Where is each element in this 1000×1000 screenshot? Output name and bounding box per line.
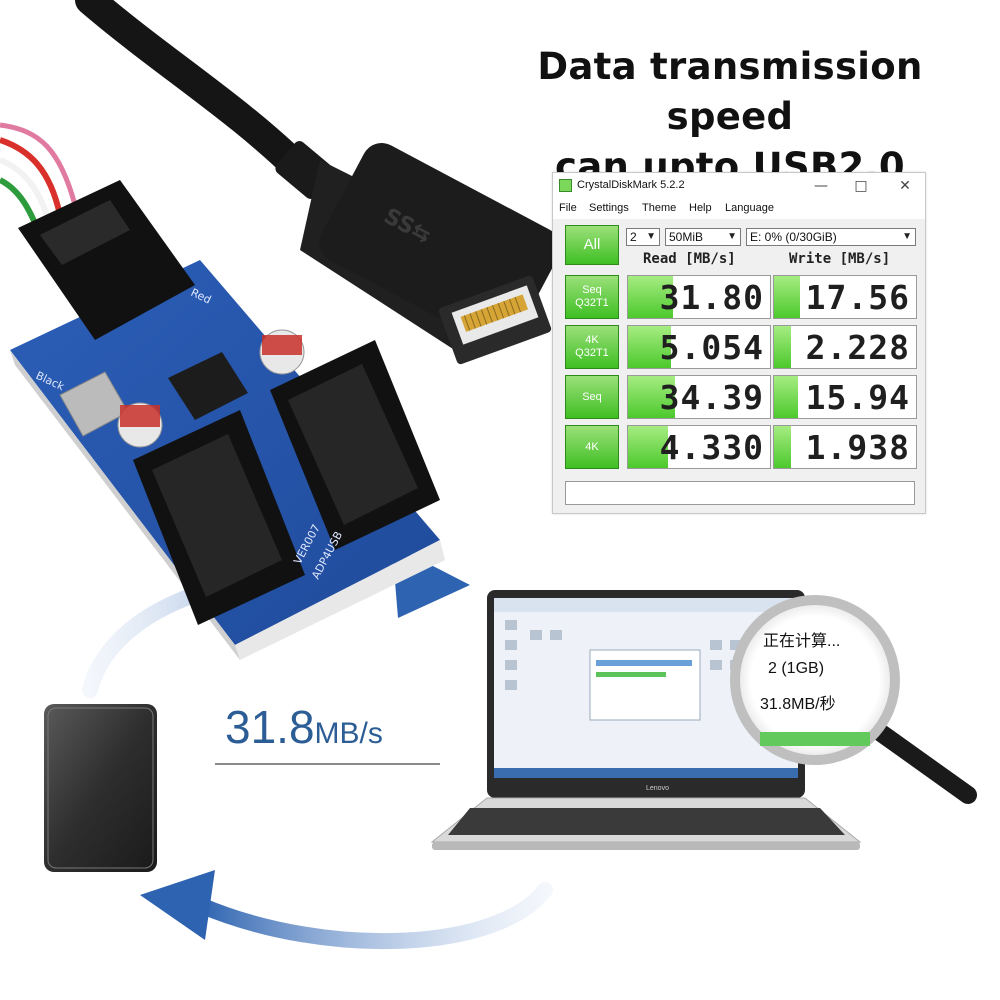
minimize-button[interactable]: — (814, 178, 828, 194)
magnifier-status-line: 正在计算... (763, 633, 841, 650)
menu-help[interactable]: Help (689, 202, 712, 214)
speed-number: 31.8 (225, 701, 315, 753)
speed-callout: 31.8MB/s (225, 700, 383, 754)
read-column-header: Read [MB/s] (643, 251, 736, 267)
headline-line-1: Data transmission speed (537, 45, 923, 138)
menu-file[interactable]: File (559, 202, 577, 214)
magnifier-size-line: 2 (1GB) (768, 660, 825, 677)
seq-button[interactable]: Seq (565, 375, 619, 419)
write-progress-bar (774, 426, 792, 468)
read-value: 4.330 (659, 428, 764, 467)
read-progress-bar (628, 426, 668, 468)
app-icon (559, 179, 572, 192)
test-size-value: 50MiB (669, 230, 704, 244)
seq-write-cell: 15.94 (773, 375, 917, 419)
window-titlebar: CrystalDiskMark 5.2.2 — □ ✕ (553, 173, 925, 199)
menu-bar: File Settings Theme Help Language (553, 199, 925, 219)
write-progress-bar (774, 276, 800, 318)
chevron-down-icon: ▼ (902, 231, 912, 242)
4k-button[interactable]: 4K (565, 425, 619, 469)
4k-write-cell: 1.938 (773, 425, 917, 469)
seq-q32t1-write-cell: 17.56 (773, 275, 917, 319)
row-label-line1: 4K (585, 440, 599, 453)
read-progress-bar (628, 376, 675, 418)
write-column-header: Write [MB/s] (789, 251, 891, 267)
row-label-line1: Seq (582, 390, 602, 403)
transfer-arrow-bottom-icon (140, 870, 553, 950)
write-value: 1.938 (805, 428, 910, 467)
write-value: 15.94 (805, 378, 910, 417)
external-hard-drive-icon (44, 704, 157, 872)
speed-unit: MB/s (314, 717, 383, 750)
menu-theme[interactable]: Theme (642, 202, 677, 214)
speed-underline (215, 763, 440, 765)
row-label-line2: Q32T1 (575, 297, 609, 309)
test-count-select[interactable]: 2▼ (626, 228, 660, 246)
chevron-down-icon: ▼ (646, 231, 656, 242)
read-value: 34.39 (659, 378, 764, 417)
run-all-button[interactable]: All (565, 225, 619, 265)
seq-read-cell: 34.39 (627, 375, 771, 419)
drive-select[interactable]: E: 0% (0/30GiB) ▼ (746, 228, 916, 246)
usb-cable-icon: SS⇆ (75, 0, 561, 365)
row-label-line1: Seq (582, 284, 602, 296)
row-label-line2: Q32T1 (575, 347, 609, 359)
read-value: 5.054 (659, 328, 764, 367)
maximize-button[interactable]: □ (854, 178, 868, 194)
test-count-value: 2 (630, 230, 637, 244)
usb-header-adapter-board-icon: Black Red VER007 ADP4USB (10, 180, 445, 660)
chevron-down-icon: ▼ (727, 231, 737, 242)
4k-read-cell: 4.330 (627, 425, 771, 469)
seq-q32t1-read-cell: 31.80 (627, 275, 771, 319)
headline: Data transmission speed can upto USB2.0 (470, 42, 990, 192)
seq-q32t1-button[interactable]: Seq Q32T1 (565, 275, 619, 319)
4k-q32t1-button[interactable]: 4K Q32T1 (565, 325, 619, 369)
crystaldiskmark-window: CrystalDiskMark 5.2.2 — □ ✕ File Setting… (552, 172, 926, 514)
write-progress-bar (774, 326, 792, 368)
laptop-brand-label: Lenovo (646, 785, 669, 792)
magnifier-speed-line: 31.8MB/秒 (760, 696, 836, 713)
row-label-line1: 4K (585, 334, 599, 346)
comment-field[interactable] (565, 481, 915, 505)
menu-settings[interactable]: Settings (589, 202, 629, 214)
test-size-select[interactable]: 50MiB ▼ (665, 228, 741, 246)
menu-language[interactable]: Language (725, 202, 774, 214)
magnifier-icon (730, 595, 977, 804)
write-value: 17.56 (805, 278, 910, 317)
window-title: CrystalDiskMark 5.2.2 (577, 179, 685, 191)
write-progress-bar (774, 376, 799, 418)
laptop-icon: Lenovo (430, 590, 862, 850)
4k-q32t1-read-cell: 5.054 (627, 325, 771, 369)
close-button[interactable]: ✕ (899, 178, 911, 194)
write-value: 2.228 (805, 328, 910, 367)
drive-value: E: 0% (0/30GiB) (750, 230, 837, 244)
read-value: 31.80 (659, 278, 764, 317)
read-progress-bar (628, 276, 674, 318)
4k-q32t1-write-cell: 2.228 (773, 325, 917, 369)
read-progress-bar (628, 326, 671, 368)
